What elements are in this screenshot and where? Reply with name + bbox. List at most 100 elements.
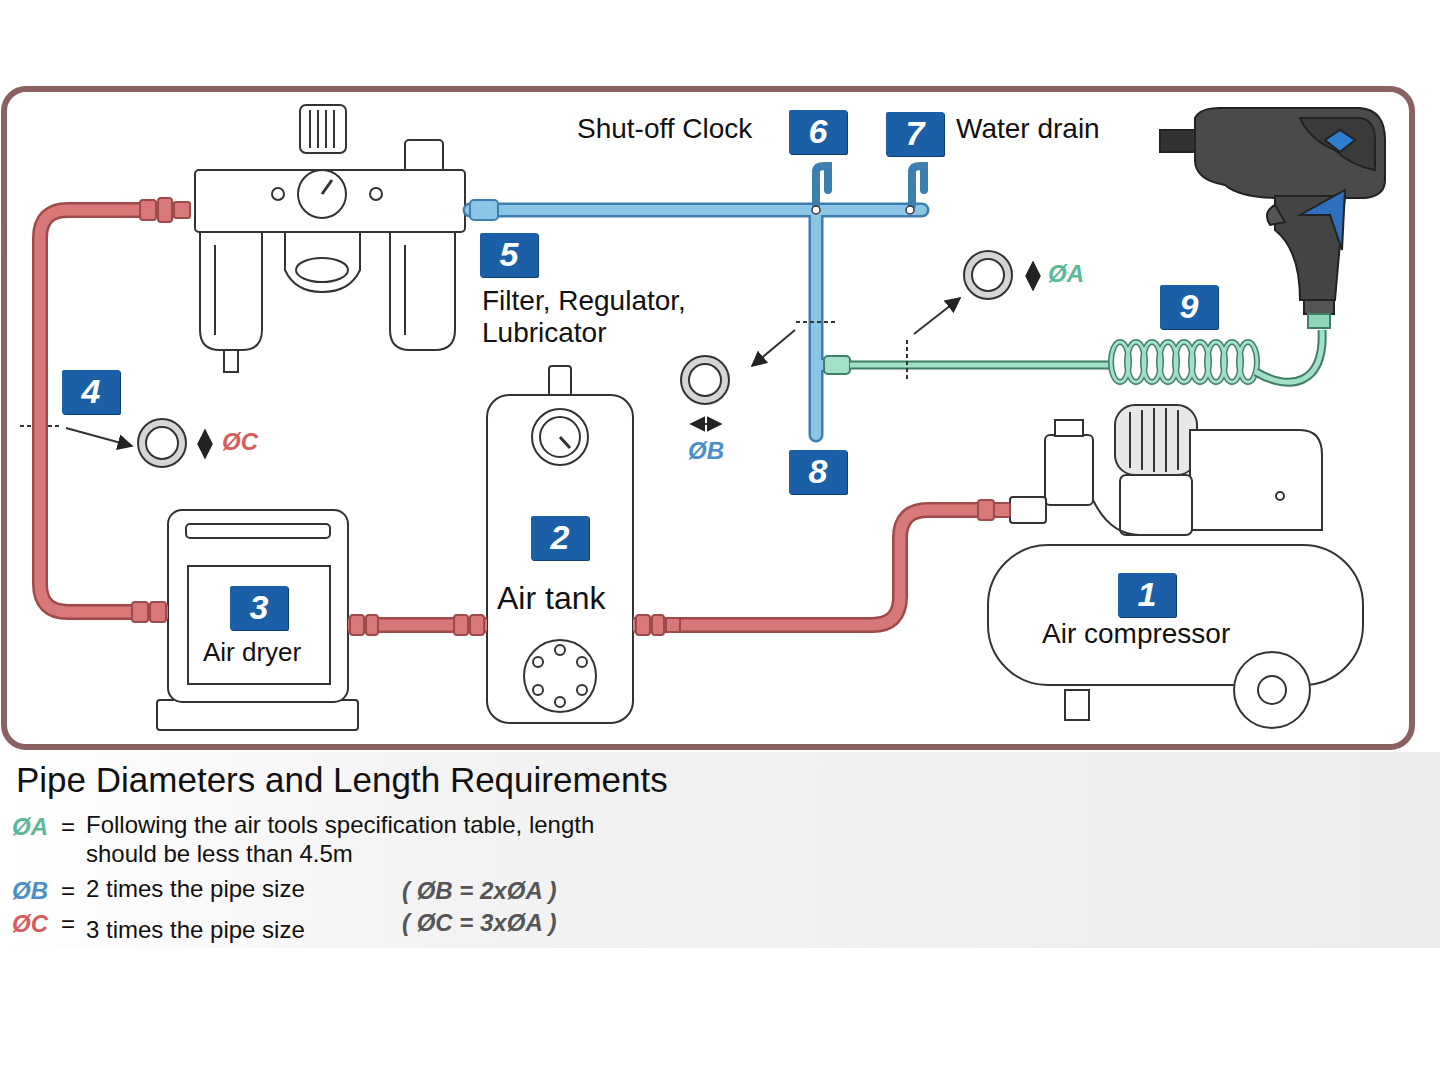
air-tank-node: 2Air tank [487,395,633,723]
hose-fill [850,363,1112,368]
air-pipe [348,625,487,626]
fan-fin [1141,410,1143,470]
port-bolt [577,685,587,695]
coupling [994,503,1010,517]
coupling [174,202,190,218]
dryer-body [168,510,348,702]
dryer-vent [186,524,330,538]
drain-valve [912,166,924,205]
callout-number: 1 [1118,573,1176,617]
diameter-symbol: ØA [12,813,48,841]
dryer-base [157,700,358,730]
red-couplings [132,198,1010,635]
pipe-fitting [470,200,498,220]
regulator-ring [296,258,348,282]
compressor-tank [988,545,1363,685]
wrench-housing [1300,118,1375,170]
port-bolt [555,697,565,707]
coupling [454,615,468,635]
coupling [666,618,680,632]
compressor-tube [1093,500,1140,535]
lubricator-bowl [390,232,455,350]
valve-label: Water drain [956,113,1100,145]
fan-fin [1165,408,1167,472]
port-bolt [533,657,543,667]
callout-number: 2 [531,516,589,560]
air-pipe [633,510,1005,625]
coupling [470,615,484,635]
diameter-markers [20,251,1033,467]
air-compressor-node: 1Air compressor [1005,400,1365,735]
knob-rib [333,110,335,148]
filter-drain [224,350,238,372]
tank-nozzle [549,366,571,396]
air-dryer-node: 3Air dryer [168,510,348,700]
leader-arrow [914,298,960,334]
diameter-symbol: ØB [688,437,724,465]
pipe-joint [906,206,914,214]
pipe-section [681,356,729,404]
dimension-line [1032,262,1034,290]
air-tank [487,366,633,723]
coupling [350,615,364,635]
callout-number: 4 [62,370,120,414]
regulator-body [285,232,360,292]
callout-number: 8 [789,450,847,494]
shutoff-valve [816,166,828,205]
lubricator-cap [405,140,443,172]
coupling [652,615,664,635]
pipe-outline [348,617,487,633]
frl-unit [195,105,465,372]
requirement-text: 3 times the pipe size [86,916,305,944]
gauge-needle [322,180,332,194]
hose-outline [850,361,1112,370]
callout-number: 6 [789,110,847,154]
callout-number: 5 [480,233,538,277]
section-cut [906,340,908,382]
requirement-text: Following the air tools specification ta… [86,810,631,868]
wheel-hub [1258,676,1286,704]
compressor-foot [1065,690,1089,720]
fan-fin [1153,408,1155,472]
requirement-text: 2 times the pipe size [86,875,305,903]
hose-coil [1111,342,1257,382]
wrench-inlet [1304,300,1334,314]
equals-sign: = [61,877,75,905]
frame [4,89,1412,747]
compressor-motor [1190,430,1322,530]
frl-unit-node: 5Filter, Regulator, Lubricator [190,100,475,380]
pipe-fill [633,510,1005,625]
bowl-line [214,245,216,335]
pipe-joint [812,206,820,214]
frl-bolt [272,188,284,200]
outlet-valve [1010,497,1046,523]
port-bolt [555,645,565,655]
compressor-pump [1120,475,1192,535]
component-label: Air compressor [1042,618,1230,650]
dimension-line [204,430,206,458]
diameter-symbol: ØC [12,910,48,938]
section-cut [796,321,838,323]
component-label: Filter, Regulator, Lubricator [482,285,744,349]
pipe-fill [348,620,487,631]
equals-sign: = [61,910,75,938]
wrench-logo [1325,130,1355,152]
formula-text: ( ØC = 3xØA ) [402,909,556,937]
callout-number: 7 [886,112,944,156]
pipe-outline [40,210,190,612]
pressure-switch [1045,435,1093,505]
wrench-trigger [1267,205,1285,225]
section-title: Pipe Diameters and Length Requirements [16,760,668,800]
air-dryer [157,510,358,730]
coupling [636,615,650,635]
filter-bowl [200,232,262,350]
coupling [140,200,156,220]
callout-number: 3 [230,586,288,630]
hose-coupler [1308,314,1330,328]
hose-outline [1256,330,1322,382]
pressure-gauge [298,170,346,218]
fan-fin [1177,410,1179,470]
knob-rib [317,110,319,148]
frl-bolt [370,188,382,200]
